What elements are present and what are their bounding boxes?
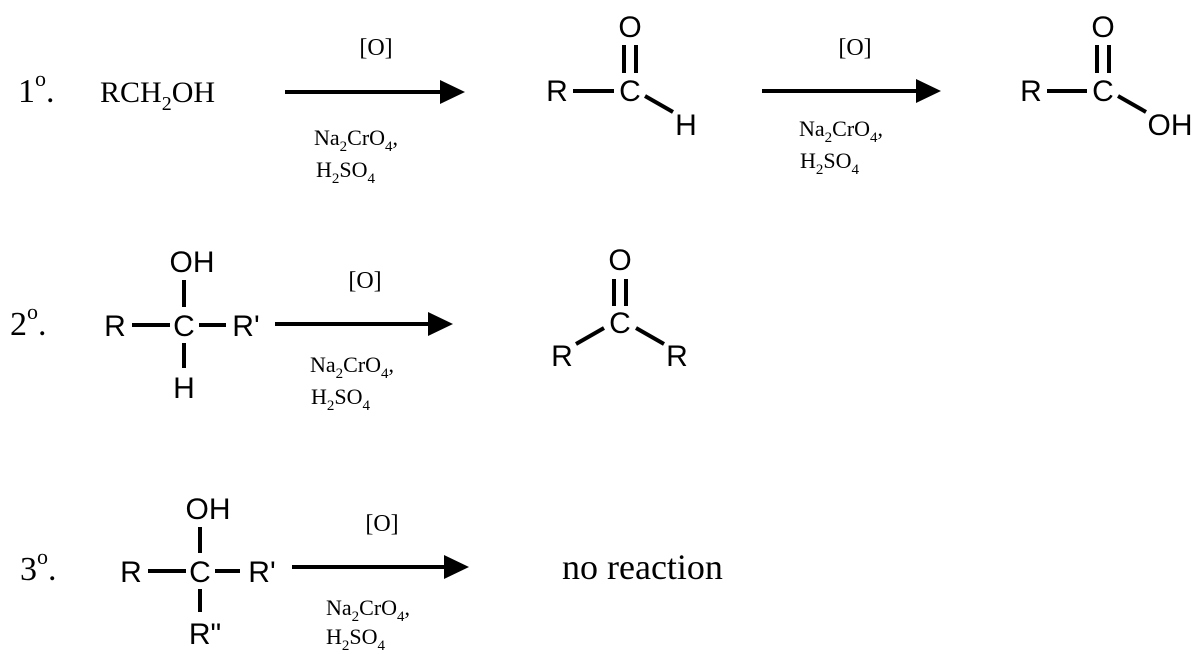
arrow-head — [440, 80, 465, 104]
row-1-primary: 1o. RCH2OH [O] Na2CrO4, H2SO4 O R C H [O… — [18, 11, 1193, 187]
primary-alcohol-formula: RCH2OH — [100, 76, 215, 115]
arrow-head — [916, 79, 941, 103]
reagent-sodium-chromate: Na2CrO4, — [799, 116, 883, 146]
oxidant-label: [O] — [359, 35, 392, 61]
atom-r: R — [104, 310, 126, 343]
reaction-arrow-1a — [285, 80, 465, 104]
reagent-sulfuric-acid: H2SO4 — [800, 148, 860, 178]
atom-r2: R — [666, 340, 688, 373]
reagent-sulfuric-acid: H2SO4 — [316, 157, 376, 187]
reagent-sodium-chromate: Na2CrO4, — [326, 595, 410, 625]
atom-r1: R — [551, 340, 573, 373]
bond-c-r2 — [635, 326, 665, 346]
arrow-head — [444, 555, 469, 579]
bond-c-oh — [1117, 94, 1147, 114]
reagent-sodium-chromate: Na2CrO4, — [314, 125, 398, 155]
atom-c: C — [173, 310, 195, 343]
row-3-tertiary: 3o. OH R C R' R" [O] Na2CrO4, H2SO4 no r… — [20, 493, 723, 654]
reagent-sulfuric-acid: H2SO4 — [326, 624, 386, 654]
tertiary-alcohol-structure: OH R C R' R" — [120, 493, 276, 651]
reagent-sodium-chromate: Na2CrO4, — [310, 352, 394, 382]
reaction-arrow-3 — [292, 555, 469, 579]
atom-c: C — [609, 307, 631, 340]
row-3-label: 3o. — [20, 544, 57, 588]
atom-oh: OH — [186, 493, 231, 526]
row-2-label: 2o. — [10, 299, 47, 343]
atom-o: O — [1091, 11, 1114, 44]
atom-r-prime: R' — [232, 310, 259, 343]
carboxylic-acid-structure: O R C OH — [1020, 11, 1192, 142]
no-reaction-text: no reaction — [562, 547, 723, 587]
atom-c: C — [619, 75, 641, 108]
atom-r: R — [1020, 75, 1042, 108]
atom-oh: OH — [170, 246, 215, 279]
bond-c-h — [644, 94, 674, 114]
bond-c-r1 — [575, 326, 605, 346]
ketone-structure: O C R R — [551, 244, 688, 373]
atom-o: O — [608, 244, 631, 277]
row-1-label: 1o. — [18, 66, 55, 110]
atom-r-prime: R' — [248, 556, 275, 589]
reaction-arrow-2 — [275, 312, 453, 336]
atom-r: R — [120, 556, 142, 589]
oxidant-label: [O] — [365, 511, 398, 537]
atom-r-dprime: R" — [189, 618, 221, 651]
aldehyde-structure: O R C H — [546, 11, 697, 142]
atom-r: R — [546, 75, 568, 108]
arrow-head — [428, 312, 453, 336]
atom-h: H — [675, 109, 697, 142]
atom-c: C — [189, 556, 211, 589]
row-2-secondary: 2o. OH R C R' H [O] Na2CrO4, H2SO4 O C R — [10, 244, 688, 414]
atom-c: C — [1092, 75, 1114, 108]
reagent-sulfuric-acid: H2SO4 — [311, 384, 371, 414]
secondary-alcohol-structure: OH R C R' H — [104, 246, 260, 405]
oxidant-label: [O] — [838, 35, 871, 61]
atom-oh: OH — [1148, 109, 1193, 142]
atom-o: O — [618, 11, 641, 44]
oxidant-label: [O] — [348, 268, 381, 294]
reaction-arrow-1b — [762, 79, 941, 103]
atom-h: H — [173, 372, 195, 405]
